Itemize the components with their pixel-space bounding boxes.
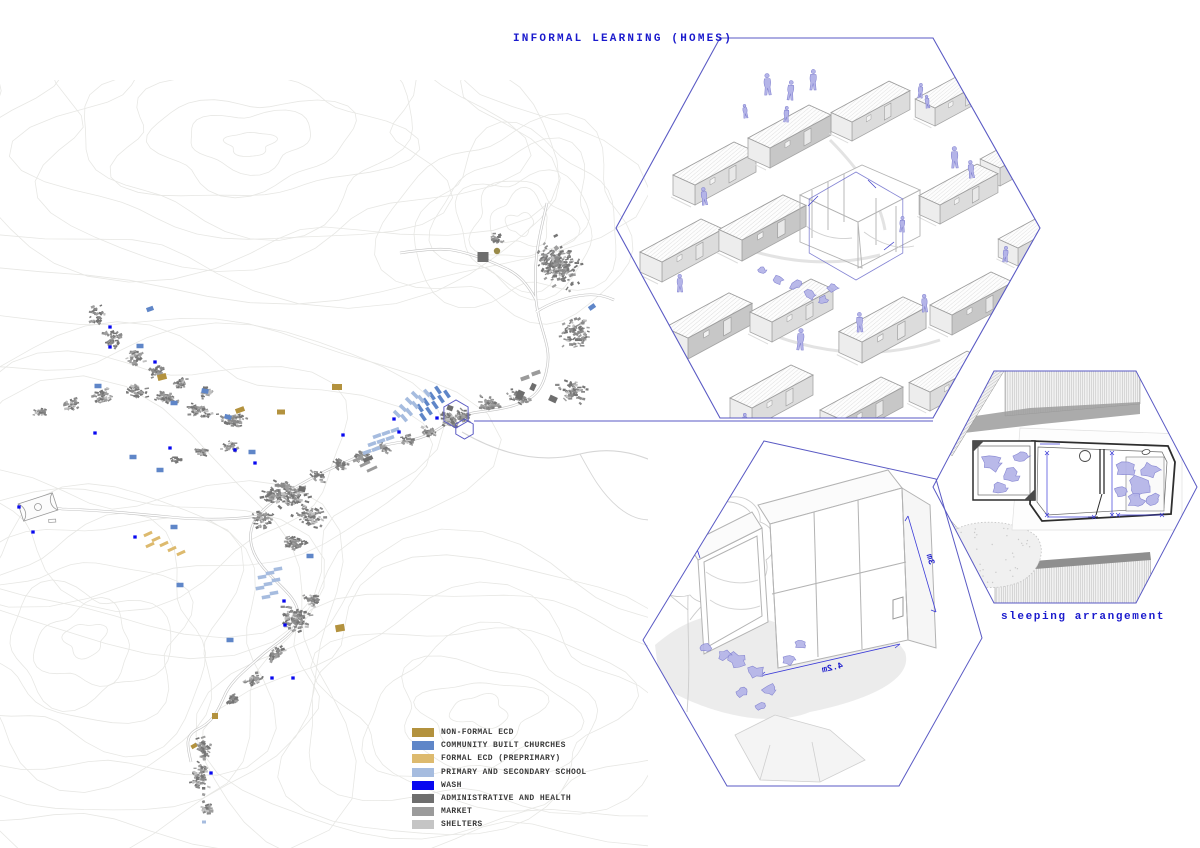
legend-item: NON-FORMAL ECD — [412, 726, 587, 739]
central-frame-structure — [798, 164, 922, 269]
dimension-label-height: 3m — [923, 552, 936, 566]
structure-hex-frame — [642, 440, 983, 787]
legend-swatch — [412, 820, 434, 830]
map-focus-hexagon-small — [455, 418, 474, 440]
legend-swatch — [412, 754, 434, 764]
legend-label: FORMAL ECD (PREPRIMARY) — [441, 754, 561, 764]
legend-item: ADMINISTRATIVE AND HEALTH — [412, 792, 587, 805]
legend-swatch — [412, 807, 434, 817]
categorized-buildings — [17, 247, 597, 824]
legend-label: MARKET — [441, 807, 473, 817]
legend-swatch — [412, 794, 434, 804]
legend-swatch — [412, 741, 434, 751]
contour-lines — [0, 80, 648, 848]
legend-swatch — [412, 728, 434, 738]
structure-axon: 3m 4.2m — [643, 469, 937, 783]
informal-learning-hex-frame — [615, 37, 1041, 419]
legend-item: PRIMARY AND SECONDARY SCHOOL — [412, 766, 587, 779]
legend-item: COMMUNITY BUILT CHURCHES — [412, 739, 587, 752]
legend-item: SHELTERS — [412, 818, 587, 831]
dimension-label-width: 4.2m — [820, 661, 844, 676]
settlement-buildings — [32, 232, 590, 815]
legend-label: SHELTERS — [441, 820, 483, 830]
site-map — [0, 80, 648, 848]
sleeping-arrangement-plan — [933, 371, 1183, 603]
legend-swatch — [412, 767, 434, 777]
sleeping-arrangement-caption: sleeping arrangement — [1001, 611, 1166, 623]
page-title: INFORMAL LEARNING (HOMES) — [513, 33, 734, 45]
legend-label: NON-FORMAL ECD — [441, 728, 514, 738]
roads — [39, 202, 615, 763]
legend-item: WASH — [412, 779, 587, 792]
legend-label: ADMINISTRATIVE AND HEALTH — [441, 794, 572, 804]
sleeping-arrangement-hex-frame — [932, 370, 1198, 604]
sports-field — [17, 492, 59, 523]
informal-learning-axon — [637, 68, 1040, 418]
map-legend: NON-FORMAL ECD COMMUNITY BUILT CHURCHES FO… — [412, 726, 587, 832]
legend-label: PRIMARY AND SECONDARY SCHOOL — [441, 767, 587, 777]
legend-label: COMMUNITY BUILT CHURCHES — [441, 741, 566, 751]
legend-item: MARKET — [412, 805, 587, 818]
legend-swatch — [412, 780, 434, 790]
legend-item: FORMAL ECD (PREPRIMARY) — [412, 752, 587, 765]
legend-label: WASH — [441, 780, 462, 790]
